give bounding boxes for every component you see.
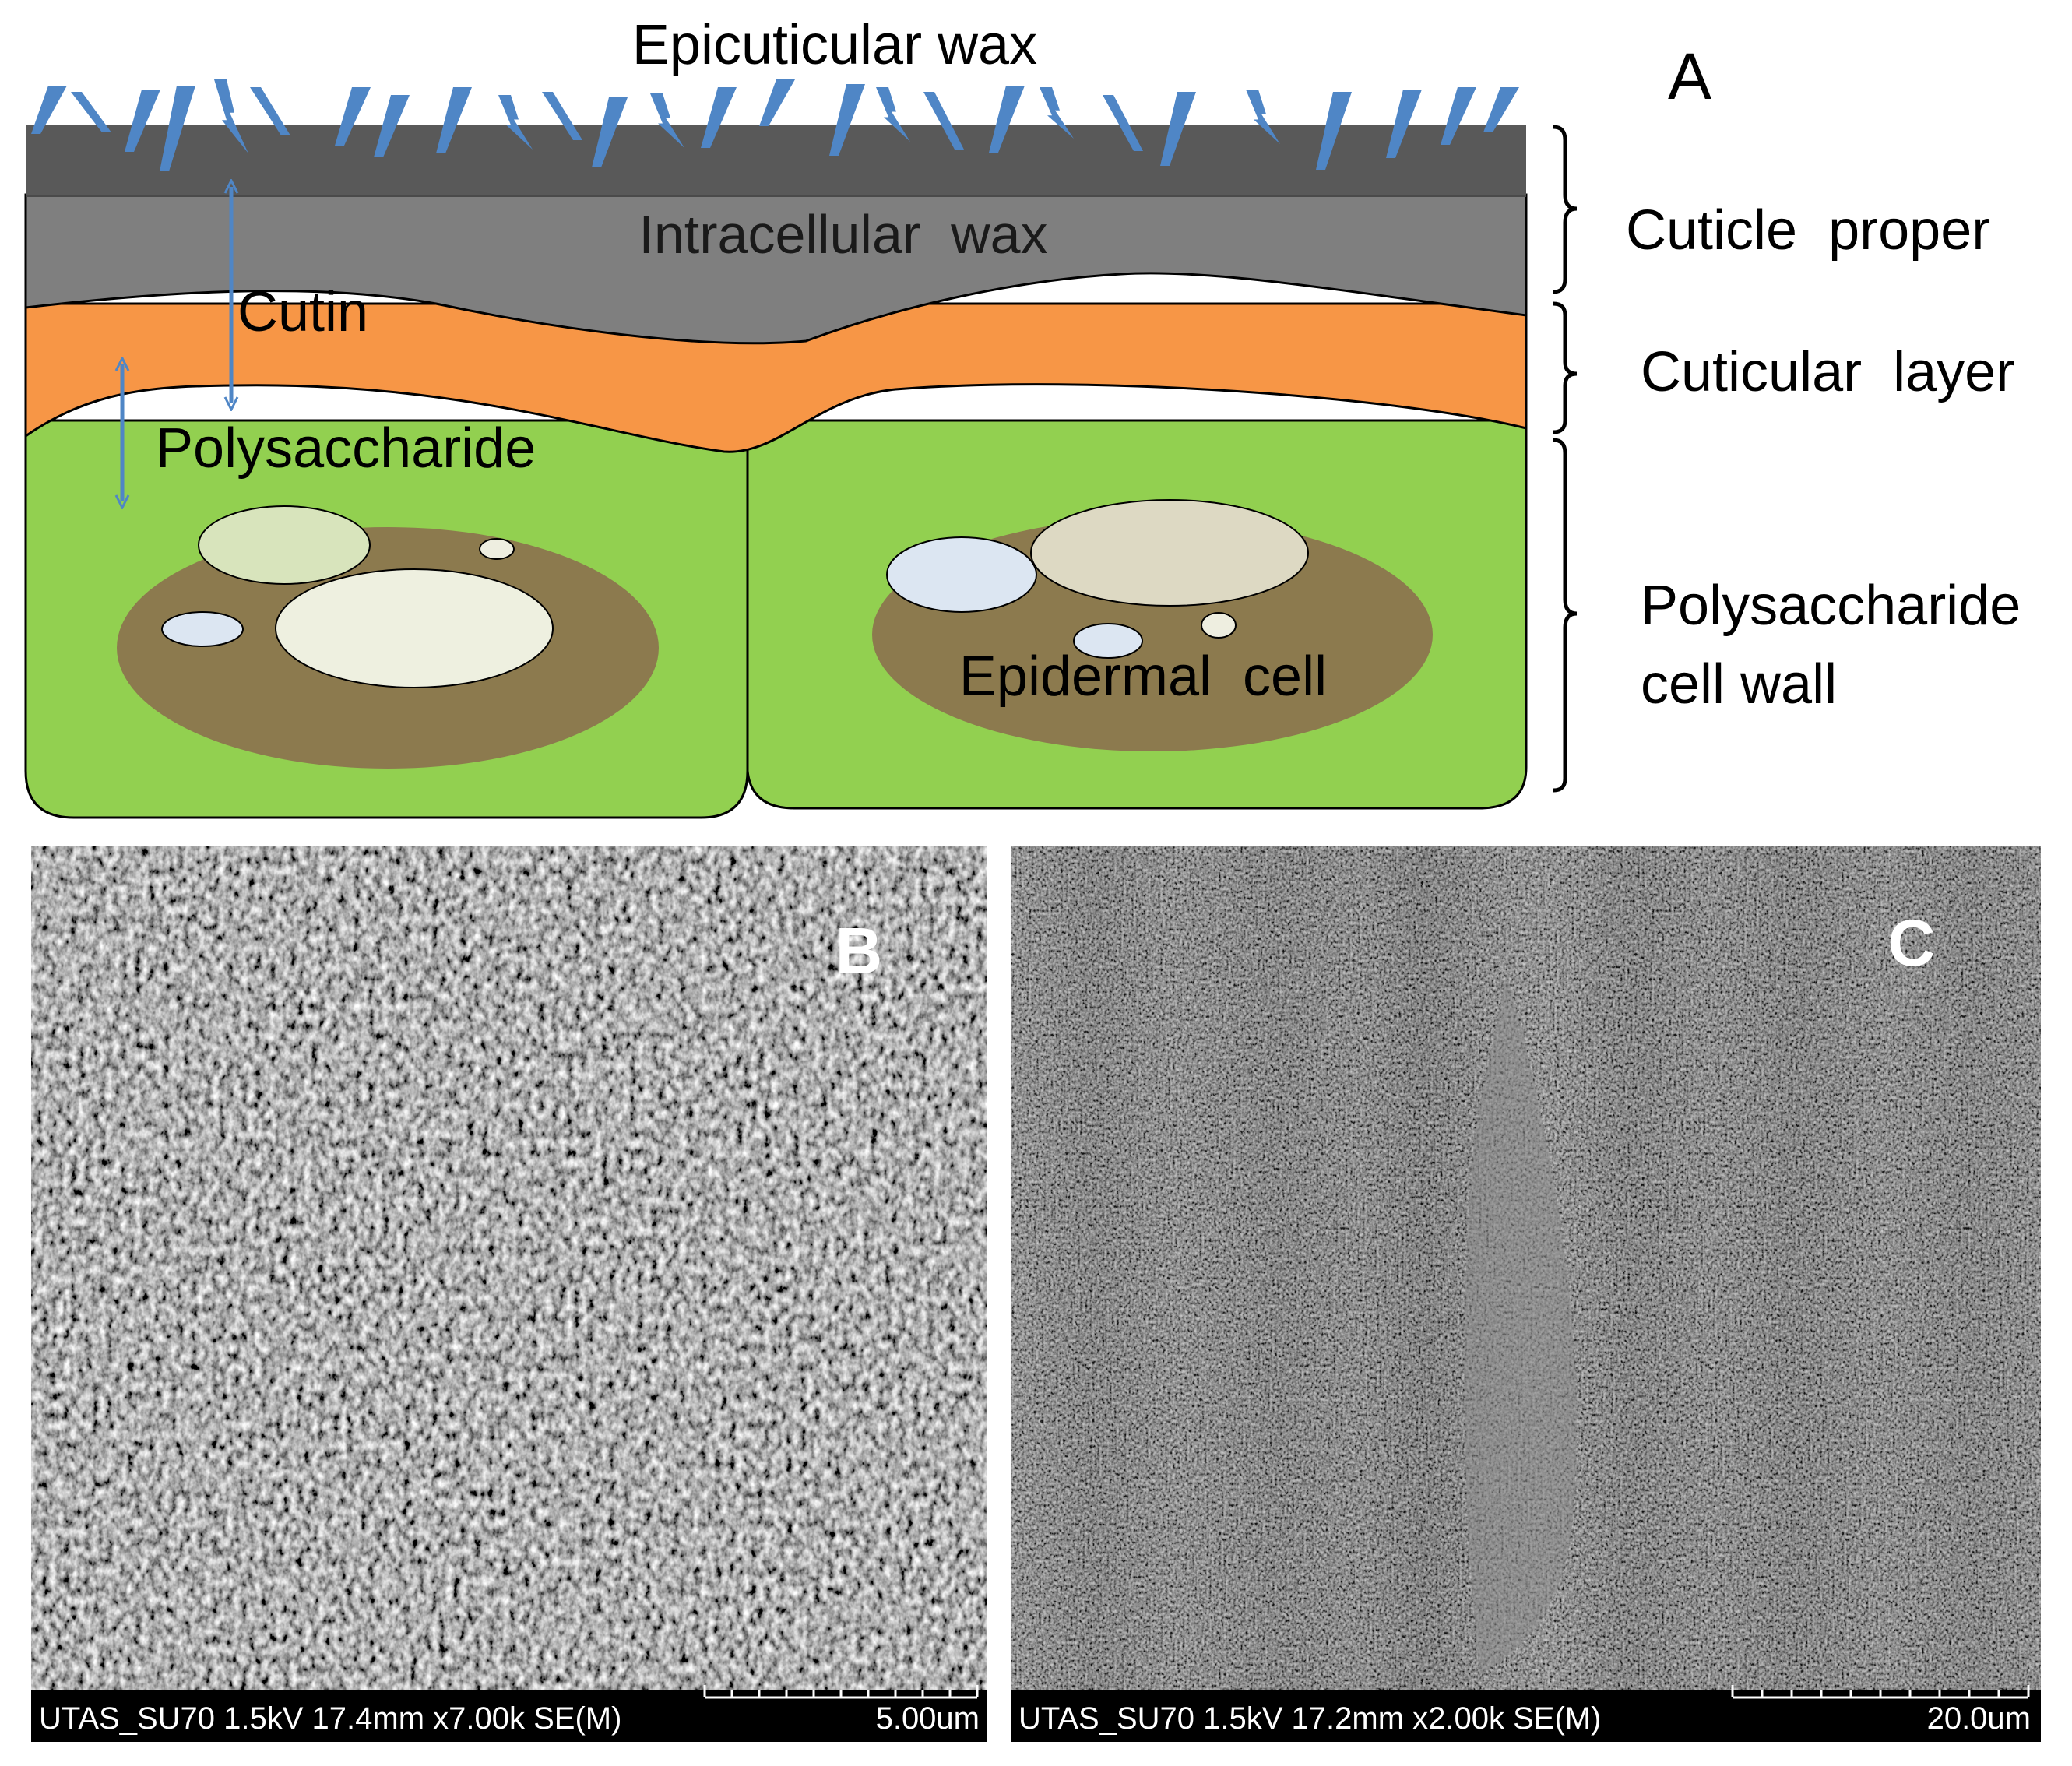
wax-crystal [160, 86, 195, 171]
wax-crystal [1040, 87, 1074, 139]
wax-crystal [436, 87, 472, 153]
scale-label-c: 20.0um [1927, 1701, 2031, 1736]
wax-crystal [125, 90, 160, 152]
wax-crystal [650, 93, 684, 148]
organelle [886, 536, 1037, 613]
wax-crystal [1441, 87, 1476, 145]
organelle [198, 505, 371, 585]
bracket-cuticular-layer [1553, 301, 1578, 434]
label-epicuticular-wax: Epicuticular wax [632, 14, 1037, 76]
organelle [1201, 612, 1237, 639]
vacuole [1030, 499, 1309, 607]
wax-crystal [1103, 95, 1143, 151]
organelle [161, 611, 244, 647]
wax-crystal [498, 95, 533, 150]
organelle [1073, 623, 1143, 659]
sem-texture [31, 846, 987, 1690]
sem-info-c: UTAS_SU70 1.5kV 17.2mm x2.00k SE(M) [1018, 1701, 1601, 1736]
wax-crystal [214, 79, 248, 153]
intracellular-wax-layer [24, 193, 1528, 345]
sem-info-b: UTAS_SU70 1.5kV 17.4mm x7.00k SE(M) [39, 1701, 621, 1736]
wax-crystal [335, 87, 371, 146]
panel-label-c: C [1888, 906, 1936, 980]
bracket-label-cell-wall-1: Polysaccharide [1641, 575, 2021, 637]
label-polysaccharide: Polysaccharide [156, 417, 536, 480]
wax-crystal [374, 95, 410, 157]
label-intracellular-wax: Intracellular wax [638, 204, 1047, 265]
panel-c-sem-image: C UTAS_SU70 1.5kV 17.2mm x2.00k SE(M) 20… [1011, 846, 2041, 1742]
wax-crystal [1316, 92, 1352, 170]
wax-crystal [829, 84, 865, 156]
wax-crystal [250, 87, 290, 135]
panel-a-schematic: Epicuticular wax Intracellular wax Cutin… [24, 14, 2021, 819]
wax-crystal [876, 87, 910, 142]
panel-label-b: B [835, 914, 883, 987]
bracket-label-cuticle-proper: Cuticle proper [1626, 199, 1990, 262]
scale-bar-b [703, 1685, 979, 1699]
wax-crystal [1246, 90, 1280, 144]
wax-surface [26, 125, 1526, 196]
wax-crystal [542, 92, 582, 140]
wax-crystal [759, 79, 795, 126]
scale-label-b: 5.00um [876, 1701, 980, 1736]
wax-crystal [701, 87, 737, 148]
wax-crystal [923, 92, 964, 150]
vacuole [275, 568, 554, 688]
label-cutin: Cutin [237, 281, 368, 343]
wax-crystal [31, 86, 67, 134]
wax-crystal [1386, 90, 1422, 158]
bracket-cuticle-proper [1553, 125, 1578, 294]
wax-crystal [1483, 87, 1519, 132]
wax-crystal [989, 86, 1025, 153]
organelle [479, 538, 515, 560]
label-epidermal-cell: Epidermal cell [959, 646, 1327, 708]
wax-crystal [1160, 92, 1196, 166]
cutin-layer [24, 302, 1528, 453]
wax-crystal [71, 92, 111, 132]
wax-crystal [592, 97, 628, 167]
panel-b-sem-image: B UTAS_SU70 1.5kV 17.4mm x7.00k SE(M) 5.… [31, 846, 987, 1742]
bracket-label-cell-wall-2: cell wall [1641, 653, 1837, 716]
panel-label-a: A [1668, 40, 1711, 113]
scale-bar-c [1731, 1685, 2030, 1699]
bracket-label-cuticular-layer: Cuticular layer [1641, 341, 2014, 403]
bracket-cell-wall [1553, 438, 1578, 793]
stomatal-groove [1464, 973, 1577, 1674]
epicuticular-wax-crystals [31, 79, 1519, 171]
